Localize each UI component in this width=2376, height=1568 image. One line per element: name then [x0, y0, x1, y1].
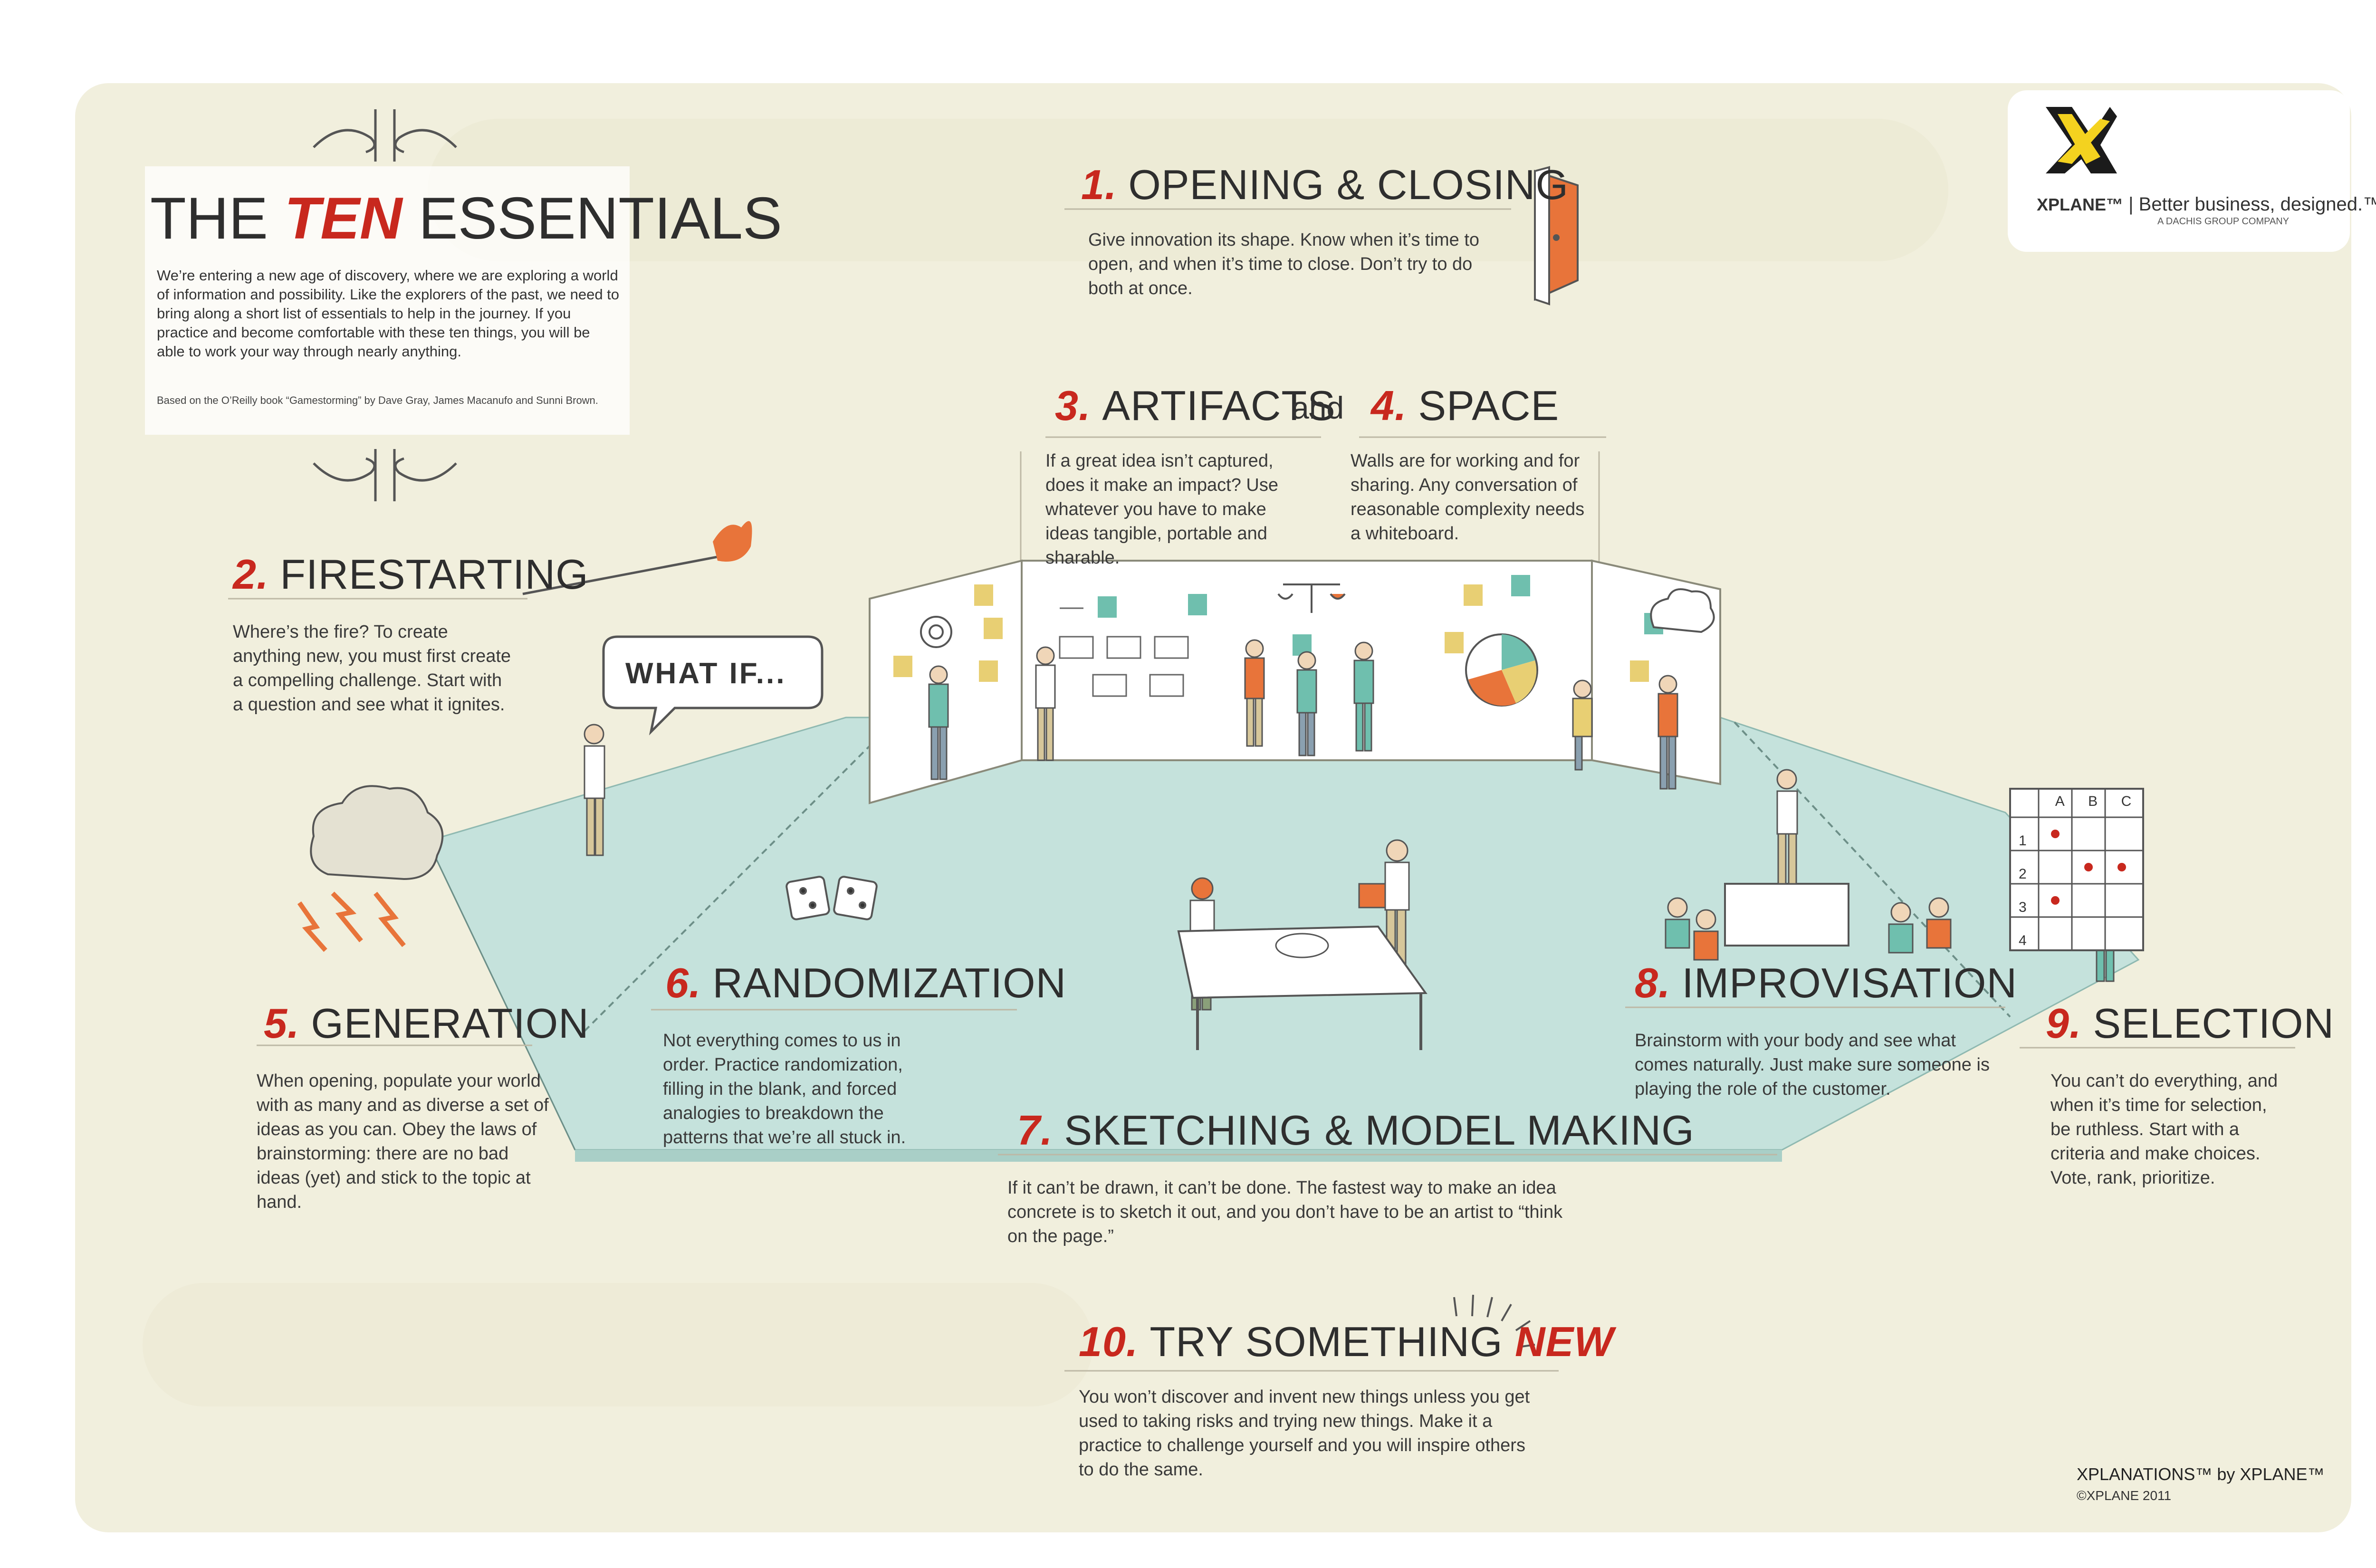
credit-text: Based on the O’Reilly book “Gamestorming… [157, 394, 598, 406]
title-pre: THE [150, 186, 268, 251]
door-icon [1534, 166, 1579, 306]
flowchart-sketch [1059, 607, 1189, 697]
flourish-top [313, 109, 457, 162]
title-card [145, 166, 630, 435]
essential-7-text: If it can’t be drawn, it can’t be done. … [1007, 1178, 1563, 1246]
floor-shadow-edge [575, 1150, 1782, 1162]
footer-copyright: ©XPLANE 2011 [2077, 1488, 2172, 1503]
target-sketch [920, 616, 952, 648]
essential-4-heading: 4.SPACE [1371, 382, 1560, 429]
sketch-table [1177, 925, 1428, 1050]
essential-6-heading: 6.RANDOMIZATION [665, 959, 1067, 1006]
title-post: ESSENTIALS [418, 186, 782, 251]
essential-5-text: When opening, populate your world with a… [257, 1071, 549, 1212]
essential-6-text: Not everything comes to us in order. Pra… [663, 1031, 906, 1147]
speech-bubble-text: WHAT IF... [625, 657, 786, 690]
dice-icon [786, 876, 878, 920]
floor-edge [427, 841, 576, 1150]
cloud-sketch [1650, 588, 1715, 633]
essential-7-heading: 7.SKETCHING & MODEL MAKING [1017, 1107, 1695, 1154]
footer-brand: XPLANATIONS™ by XPLANE™ [2077, 1464, 2325, 1484]
essential-8-heading: 8.IMPROVISATION [1635, 959, 2018, 1006]
essential-3-heading: 3.ARTIFACTS [1055, 382, 1336, 429]
and-label: and [1292, 390, 1344, 425]
essential-9-text: You can’t do everything, and when it’s t… [2050, 1071, 2278, 1188]
title-emph: TEN [284, 186, 402, 251]
scales-sketch [1277, 583, 1346, 613]
flourish-bottom [313, 449, 457, 501]
paper-stain [143, 1283, 1093, 1406]
header-underlines [228, 208, 2295, 1372]
selection-grid [2009, 788, 2144, 951]
xplane-logo-mark [2046, 107, 2117, 173]
essential-2-heading: 2.FIRESTARTING [233, 551, 589, 598]
essential-4-text: Walls are for working and for sharing. A… [1351, 451, 1585, 544]
speech-bubble-shape [602, 635, 824, 736]
essential-1-text: Give innovation its shape. Know when it’… [1088, 230, 1480, 298]
pie-sketch [1465, 633, 1538, 707]
storm-cloud-icon [297, 785, 444, 952]
essential-8-text: Brainstorm with your body and see what c… [1635, 1031, 1990, 1099]
main-title: THE TEN ESSENTIALS [150, 189, 782, 248]
flaming-arrow-icon [522, 521, 752, 595]
people-figures [584, 639, 2117, 1011]
essential-9-heading: 9.SELECTION [2046, 1000, 2335, 1047]
floor-divider [1734, 721, 2011, 1018]
brand-tagline: XPLANE™ | Better business, designed.™ [2037, 194, 2376, 215]
burst-lines [1453, 1294, 1535, 1348]
essential-2-text: Where’s the fire? To create anything new… [233, 622, 511, 715]
essential-1-heading: 1.OPENING & CLOSING [1081, 161, 1569, 208]
essential-5-heading: 5.GENERATION [264, 1000, 589, 1047]
essential-10-heading: 10.TRY SOMETHING NEW [1079, 1318, 1614, 1365]
floor-divider [584, 745, 871, 1032]
essential-3-text: If a great idea isn’t captured, does it … [1045, 451, 1279, 568]
intro-text: We’re entering a new age of discovery, w… [157, 267, 620, 360]
essential-10-text: You won’t discover and invent new things… [1079, 1387, 1530, 1480]
brand-subline: A DACHIS GROUP COMPANY [2157, 216, 2290, 227]
stage-box [1724, 883, 1849, 947]
